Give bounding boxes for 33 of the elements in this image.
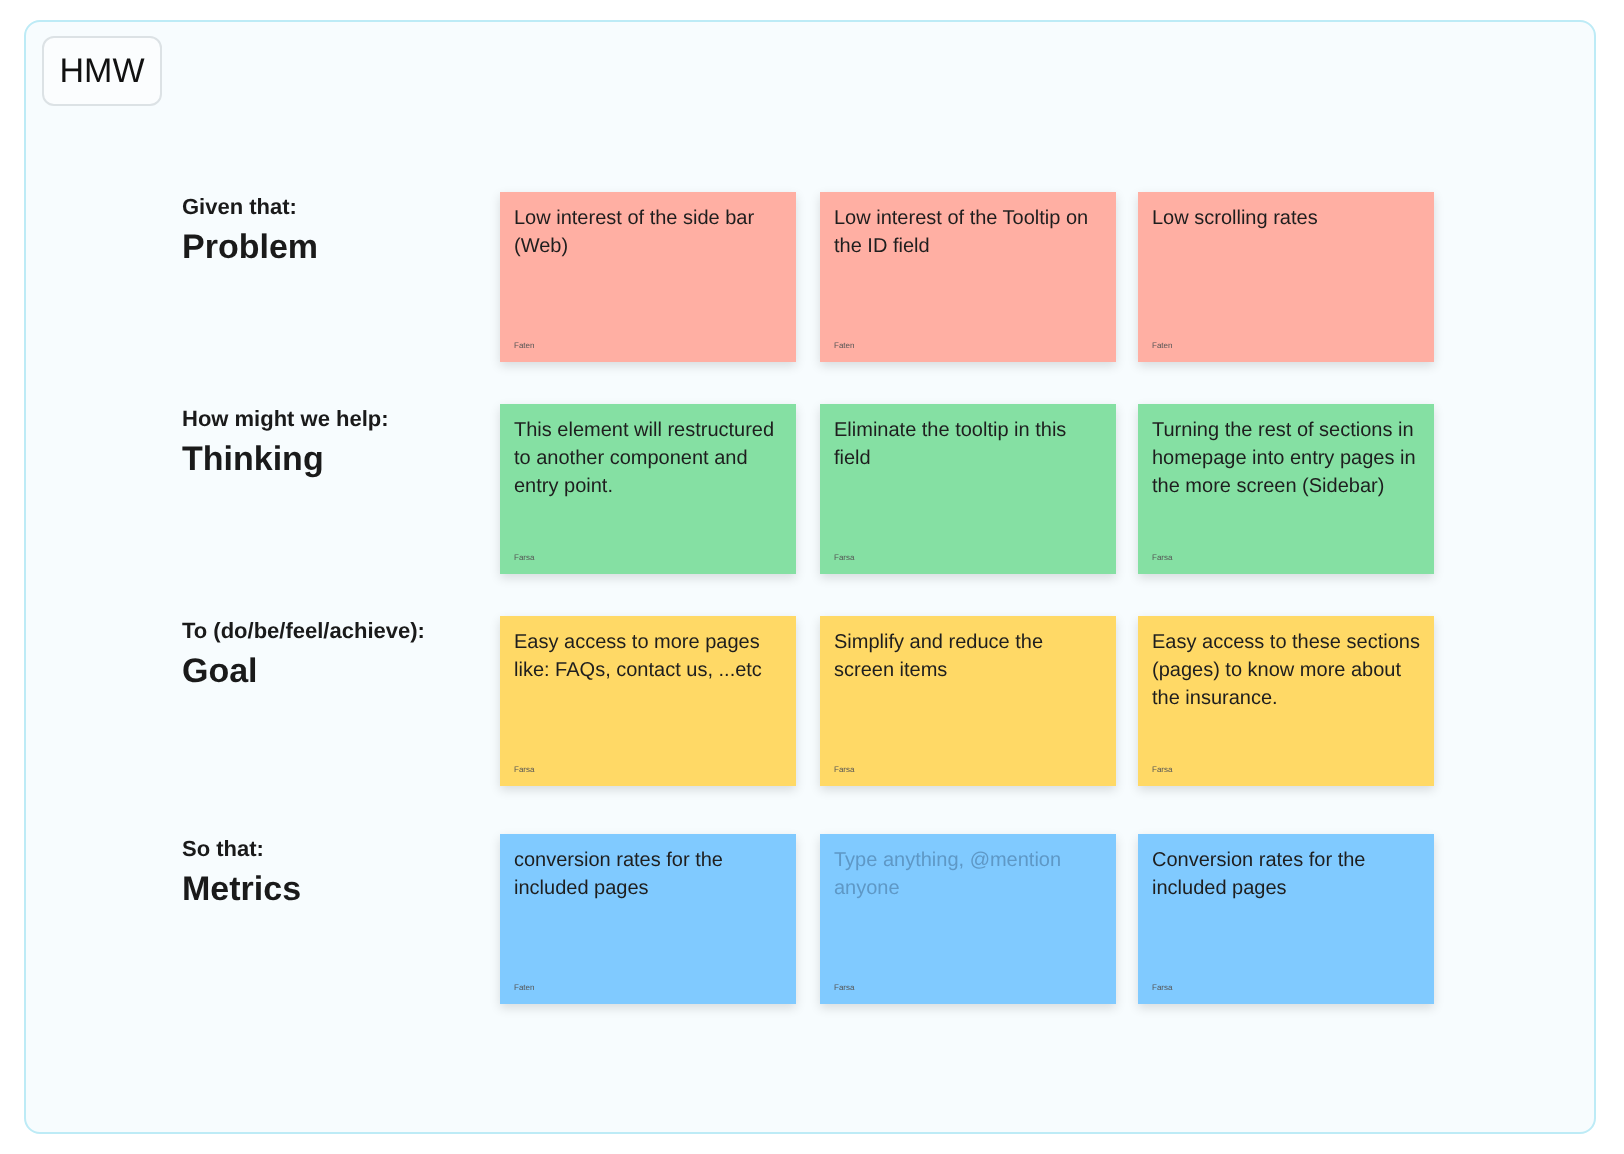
sticky-note [500,834,796,1004]
row-heading: Problem [182,228,319,268]
sticky-note [820,404,1116,574]
note-text: Easy access to these sections (pages) to know more about the insurance. [1152,630,1420,714]
note-text: Low interest of the side bar (Web) [514,206,757,262]
sticky-note [820,192,1116,362]
row-prompt: Given that: [182,194,297,222]
row-heading: Thinking [182,440,324,480]
sticky-note [1138,834,1434,1004]
frame-title: HMW [42,36,162,106]
sticky-note [820,616,1116,786]
note-text: Eliminate the tooltip in this field [834,418,1069,474]
row-heading: Metrics [182,870,302,910]
note-text: Conversion rates for the included pages [1152,848,1368,904]
note-text: conversion rates for the included pages [514,848,725,904]
note-text: Simplify and reduce the screen items [834,630,1046,686]
sticky-note [500,404,796,574]
note-text: This element will restructured to another component and entry point. [514,418,777,502]
placeholder-text: Type anything, @mention anyone [834,848,1064,904]
sticky-note [500,192,796,362]
note-text: Low scrolling rates [1152,206,1320,234]
row-prompt: So that: [182,836,264,864]
note-text: Turning the rest of sections in homepage into entry pages in the more screen (Sidebar) [1152,418,1418,502]
sticky-note [1138,616,1434,786]
sticky-note [1138,192,1434,362]
sticky-note [1138,404,1434,574]
row-prompt: How might we help: [182,406,389,434]
note-text: Easy access to more pages like: FAQs, contact us, ...etc [514,630,764,686]
sticky-note [500,616,796,786]
note-text: Low interest of the Tooltip on the ID field [834,206,1091,262]
sticky-note [820,834,1116,1004]
row-heading: Goal [182,652,258,692]
row-prompt: To (do/be/feel/achieve): [182,618,425,646]
